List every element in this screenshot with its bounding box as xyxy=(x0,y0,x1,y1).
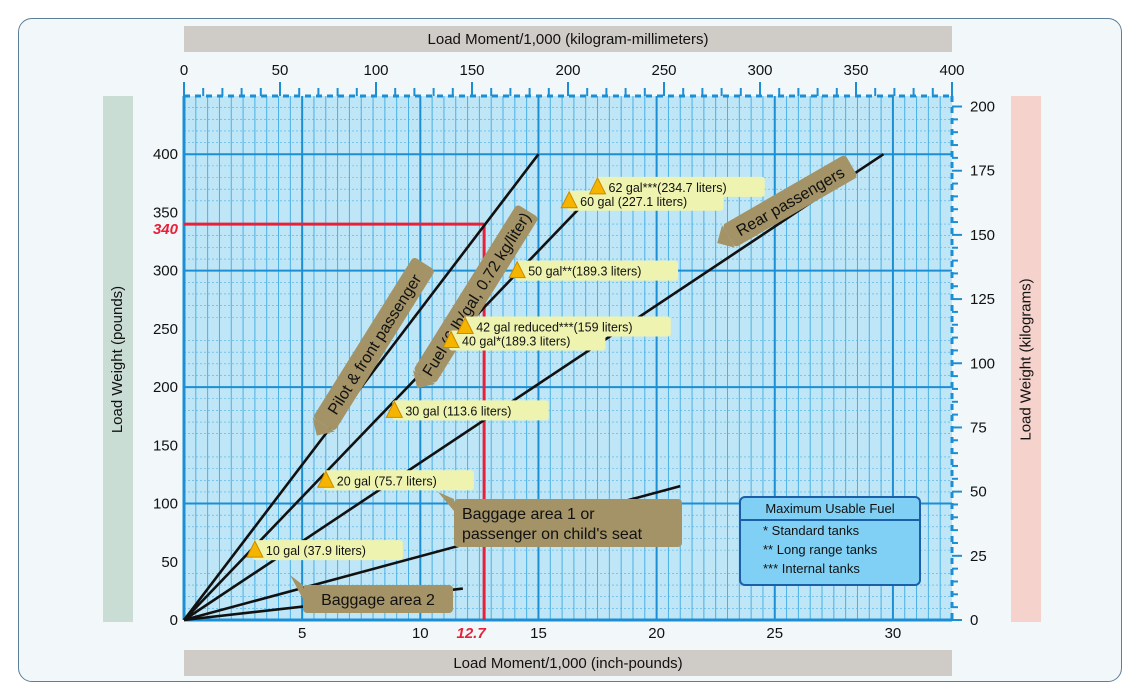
fuel-legend: Maximum Usable Fuel * Standard tanks ** … xyxy=(739,496,921,586)
legend-item-standard: * Standard tanks xyxy=(763,523,860,538)
fuel-point-label-5: 50 gal**(189.3 liters) xyxy=(528,265,641,279)
right-tick-label: 150 xyxy=(970,227,995,244)
left-tick-label: 300 xyxy=(153,263,178,280)
label-baggage-area-1-pointer xyxy=(438,492,454,511)
fuel-point-label-7: 62 gal***(234.7 liters) xyxy=(609,181,727,195)
top-tick-label: 0 xyxy=(180,62,188,79)
right-tick-label: 125 xyxy=(970,291,995,308)
fuel-label-bg-7 xyxy=(595,176,765,197)
bottom-tick-label: 20 xyxy=(648,625,665,642)
label-baggage-area-2-text: Baggage area 2 xyxy=(321,592,435,609)
left-tick-label: 0 xyxy=(170,612,178,629)
bottom-tick-label: 5 xyxy=(298,625,306,642)
label-fuel-pointer xyxy=(413,370,436,389)
fuel-point-label-0: 10 gal (37.9 liters) xyxy=(266,544,366,558)
top-tick-label: 200 xyxy=(555,62,580,79)
legend-item-long-range: ** Long range tanks xyxy=(763,542,878,557)
bottom-axis-title-text: Load Moment/1,000 (inch-pounds) xyxy=(453,654,683,672)
label-baggage-area-2-pointer xyxy=(290,575,303,599)
fuel-label-bg-5 xyxy=(515,260,678,281)
label-pilot-front-passenger-pointer xyxy=(312,417,335,436)
top-tick-label: 350 xyxy=(843,62,868,79)
legend-item-internal: *** Internal tanks xyxy=(763,561,860,576)
right-tick-label: 25 xyxy=(970,548,987,565)
fuel-drop-icon xyxy=(316,470,335,488)
left-tick-label: 50 xyxy=(161,554,178,571)
top-tick-label: 400 xyxy=(939,62,964,79)
fuel-point-label-6: 60 gal (227.1 liters) xyxy=(580,195,687,209)
right-tick-label: 200 xyxy=(970,99,995,116)
fuel-drop-icon xyxy=(246,540,264,558)
top-tick-label: 300 xyxy=(747,62,772,79)
fuel-point-label-3: 40 gal*(189.3 liters) xyxy=(462,335,570,349)
left-tick-label: 150 xyxy=(153,437,178,454)
fuel-drop-icon xyxy=(560,190,578,209)
right-tick-label: 100 xyxy=(970,355,995,372)
bottom-tick-label: 25 xyxy=(766,625,783,642)
highlight-moment-label: 12.7 xyxy=(457,625,487,642)
fuel-drop-icon xyxy=(588,176,607,195)
label-baggage-area-1-text: passenger on child's seat xyxy=(462,526,643,543)
top-tick-label: 150 xyxy=(459,62,484,79)
right-tick-label: 0 xyxy=(970,612,978,629)
right-tick-label: 50 xyxy=(970,484,987,501)
left-axis-title: Load Weight (pounds) xyxy=(103,96,133,622)
fuel-label-bg-2 xyxy=(392,400,549,421)
label-rear-passengers-pointer xyxy=(717,225,736,248)
bottom-tick-label: 30 xyxy=(885,625,902,642)
bottom-tick-label: 10 xyxy=(412,625,429,642)
label-rear-passengers-box xyxy=(723,155,857,247)
label-baggage-area-1-box xyxy=(454,499,682,547)
top-axis-title-text: Load Moment/1,000 (kilogram-millimeters) xyxy=(427,30,709,48)
left-tick-label: 250 xyxy=(153,321,178,338)
label-baggage-area-1: Baggage area 1 or passenger on child's se… xyxy=(438,492,682,547)
fuel-label-bg-4 xyxy=(463,316,671,337)
left-tick-label: 100 xyxy=(153,496,178,513)
fuel-point-label-2: 30 gal (113.6 liters) xyxy=(405,404,511,418)
top-axis-title: Load Moment/1,000 (kilogram-millimeters) xyxy=(184,26,952,52)
left-tick-label: 350 xyxy=(153,204,178,221)
fuel-label-bg-1 xyxy=(323,470,474,491)
label-baggage-area-2: Baggage area 2 xyxy=(290,575,453,613)
label-pilot-front-passenger-box xyxy=(314,258,434,430)
top-tick-label: 50 xyxy=(272,62,289,79)
left-tick-label: 200 xyxy=(153,379,178,396)
bottom-axis-title: Load Moment/1,000 (inch-pounds) xyxy=(184,650,952,676)
label-baggage-area-1-text: Baggage area 1 or xyxy=(462,506,595,523)
left-tick-label: 400 xyxy=(153,146,178,163)
fuel-drop-icon xyxy=(508,260,527,279)
label-fuel-box xyxy=(414,205,538,383)
fuel-drop-icon xyxy=(442,330,460,349)
right-axis-title: Load Weight (kilograms) xyxy=(1011,96,1041,622)
right-tick-label: 75 xyxy=(970,419,987,436)
fuel-drop-icon xyxy=(385,400,404,418)
highlight-weight-label: 340 xyxy=(153,221,179,238)
right-tick-label: 175 xyxy=(970,163,995,180)
top-tick-label: 100 xyxy=(363,62,388,79)
legend-title: Maximum Usable Fuel xyxy=(741,501,919,521)
bottom-tick-label: 15 xyxy=(530,625,547,642)
label-baggage-area-2-box xyxy=(303,585,453,613)
fuel-point-label-1: 20 gal (75.7 liters) xyxy=(337,474,437,488)
fuel-drop-icon xyxy=(456,316,475,335)
fuel-point-label-4: 42 gal reduced***(159 liters) xyxy=(476,321,632,335)
fuel-label-bg-0 xyxy=(252,540,403,561)
top-tick-label: 250 xyxy=(651,62,676,79)
